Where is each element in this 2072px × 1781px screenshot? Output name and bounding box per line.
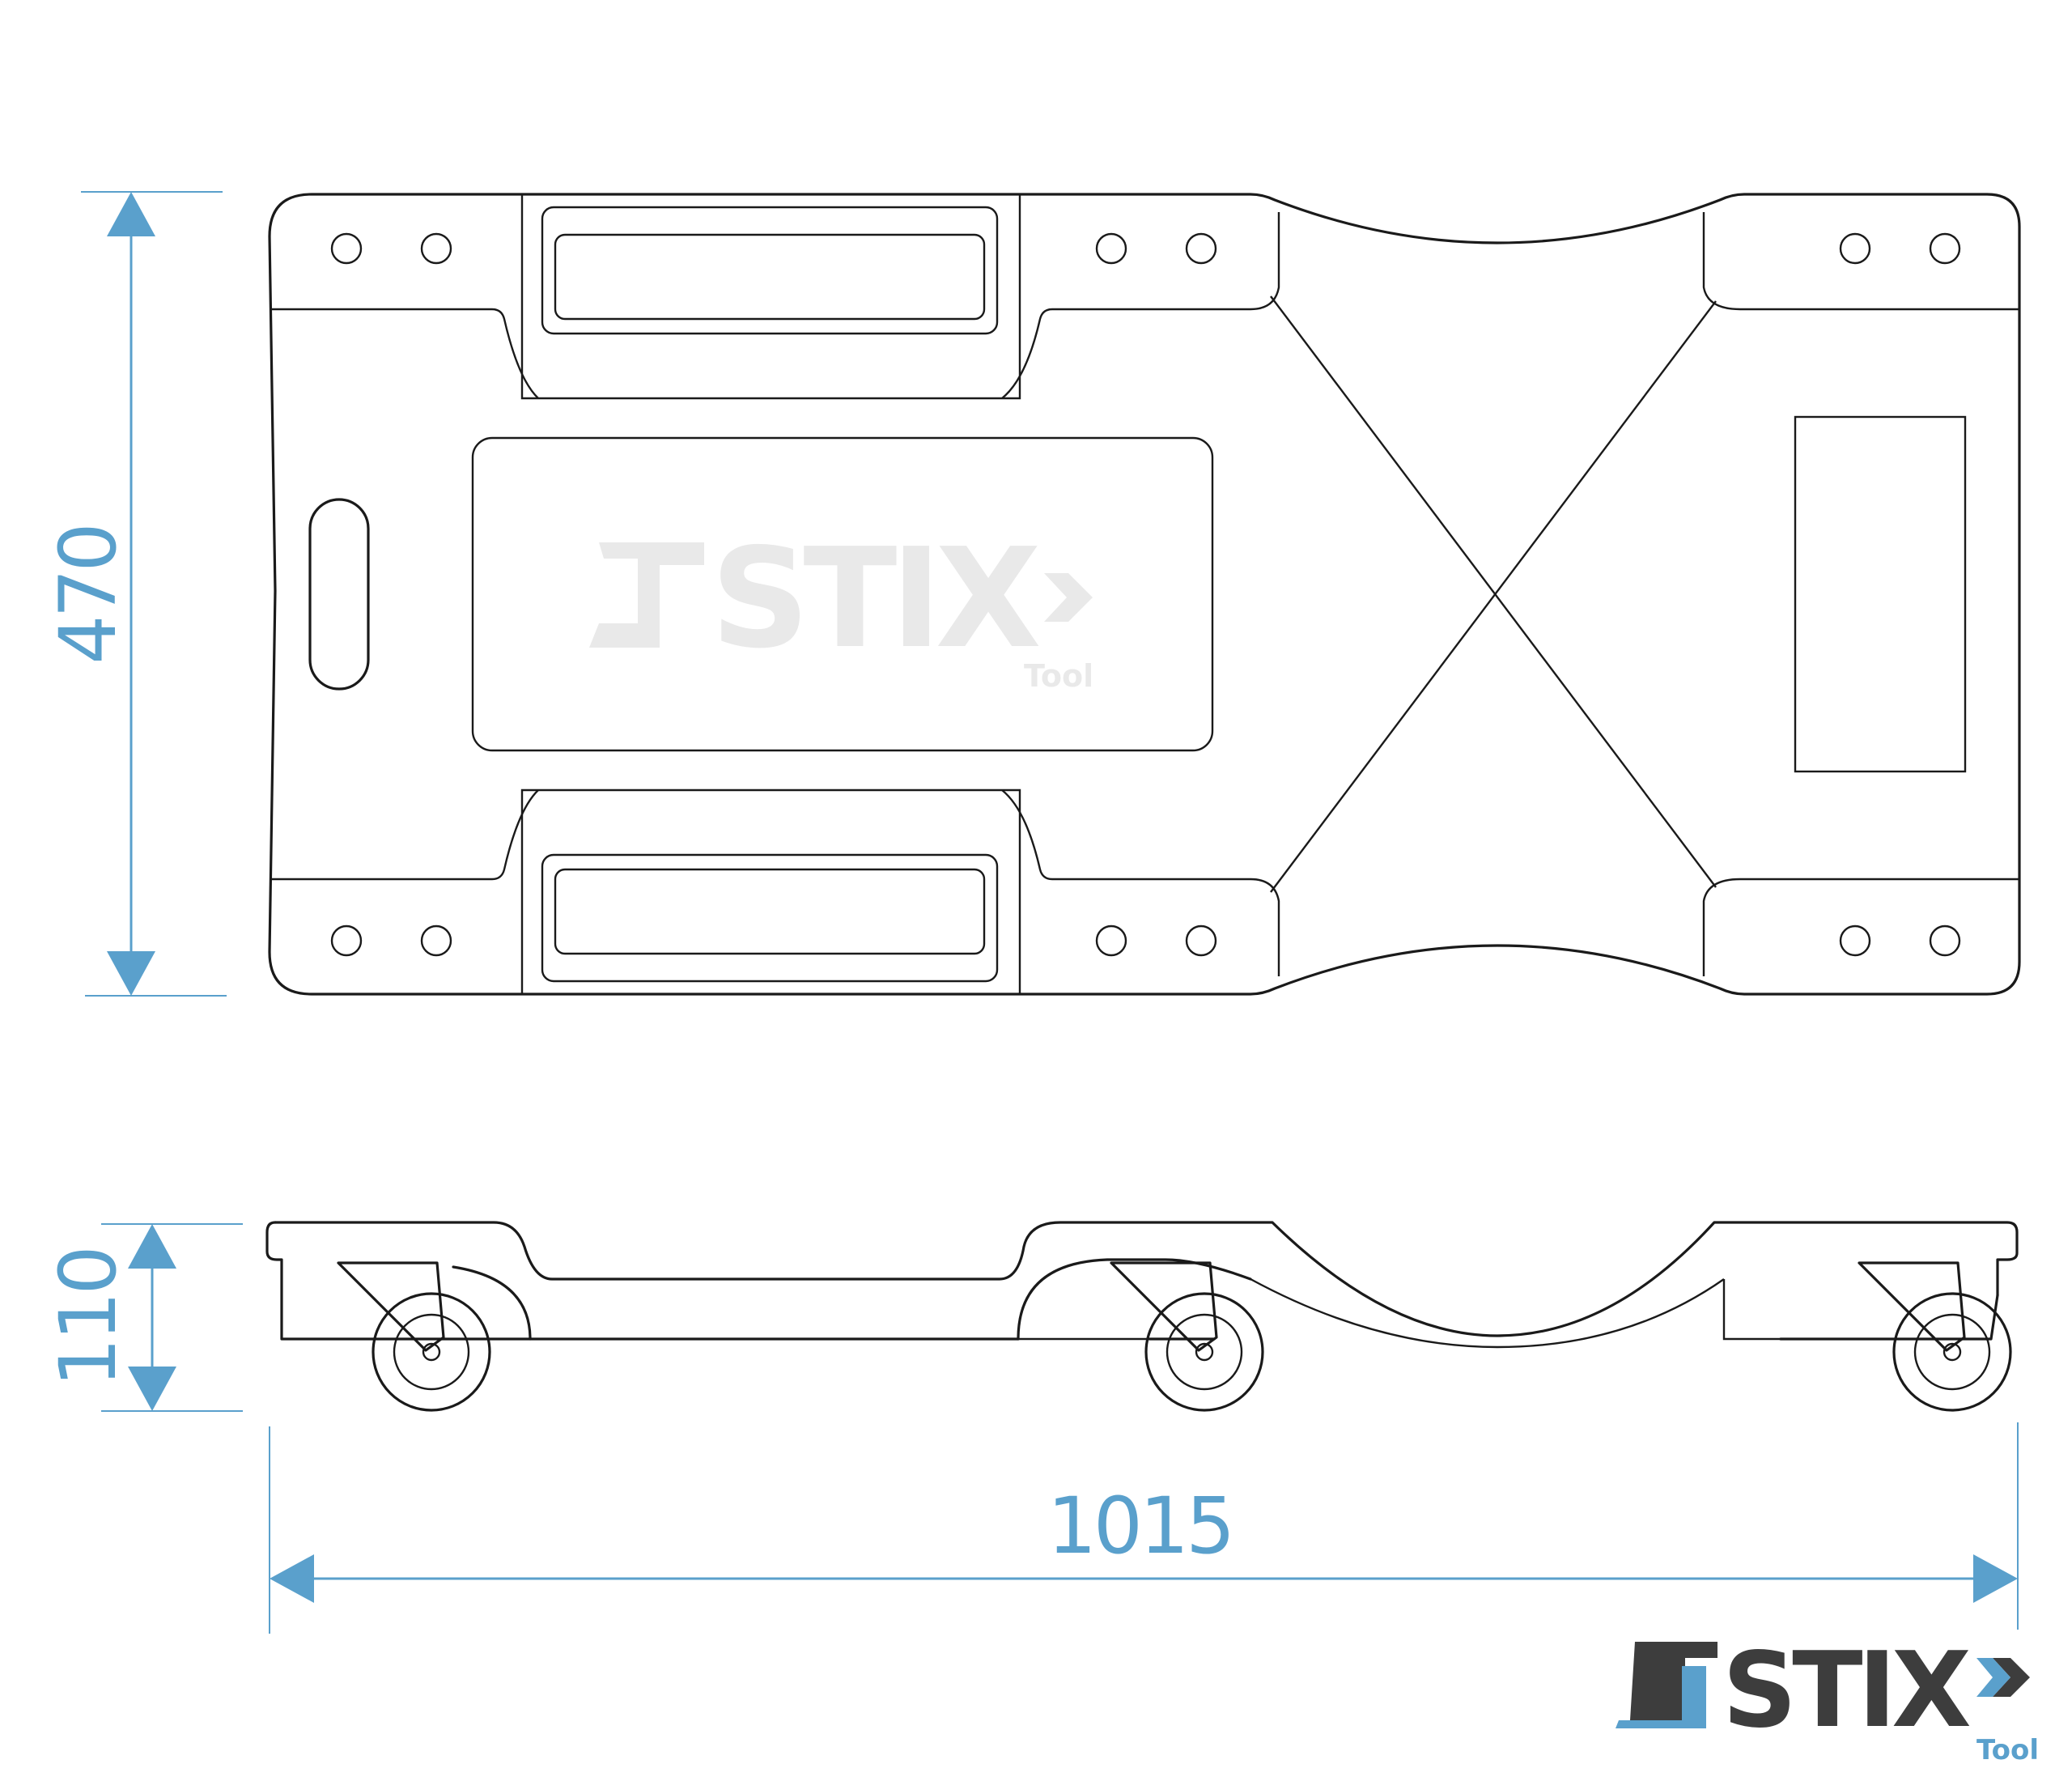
hole xyxy=(1839,925,1871,957)
brand-logo-mark-front xyxy=(1616,1666,1706,1728)
hole xyxy=(1929,925,1961,957)
side-view-deck xyxy=(274,1221,2019,1337)
arrow-right-icon xyxy=(1973,1554,2018,1603)
hole xyxy=(1095,925,1127,957)
caster-middle xyxy=(1110,1261,1264,1412)
caster-wheel-hub xyxy=(393,1313,470,1391)
caster-wheel xyxy=(1144,1292,1264,1412)
watermark-sub: Tool xyxy=(1024,658,1093,694)
height-label: 110 xyxy=(43,1248,134,1387)
top-view-outline xyxy=(268,193,2021,996)
watermark-logo: STIX Tool xyxy=(589,519,1093,694)
arrow-up-icon xyxy=(107,192,155,236)
brand-logo: STIX Tool xyxy=(1616,1630,2039,1766)
brand-logo-text: STIX xyxy=(1722,1630,1970,1751)
caster-wheel xyxy=(1892,1292,2012,1412)
back-pad xyxy=(471,436,1214,752)
top-view: STIX Tool xyxy=(268,193,2021,996)
arrow-left-icon xyxy=(270,1554,314,1603)
dimension-height: 110 xyxy=(43,1223,243,1412)
chevron-right-icon xyxy=(1976,1658,2010,1697)
handle-slot-inner-top xyxy=(554,233,986,321)
caster-axle xyxy=(1942,1342,1962,1362)
chevron-right-icon xyxy=(1993,1658,2030,1697)
corner-panel-top-left xyxy=(270,308,539,399)
cross-strut-2 xyxy=(1270,300,1717,893)
dimension-width: 470 xyxy=(43,191,227,997)
handle-region-top-right-curve xyxy=(1001,212,1280,399)
width-label: 470 xyxy=(43,525,134,664)
brand-logo-mark-back xyxy=(1630,1642,1717,1720)
caster-right xyxy=(1858,1261,2012,1412)
hole xyxy=(420,232,452,265)
hole xyxy=(1839,232,1871,265)
handle-region-bottom-right-curve xyxy=(1001,789,1280,976)
hole xyxy=(1185,232,1217,265)
caster-bracket xyxy=(1110,1261,1218,1352)
hole xyxy=(330,232,363,265)
side-view xyxy=(265,1221,2019,1412)
hole xyxy=(330,925,363,957)
watermark-brand: STIX xyxy=(711,519,1039,679)
hole xyxy=(1929,232,1961,265)
mounting-holes xyxy=(330,232,1961,957)
caster-wheel-hub xyxy=(1166,1313,1243,1391)
arrow-down-icon xyxy=(107,951,155,996)
handle-region-bottom xyxy=(520,788,1021,994)
caster-axle xyxy=(422,1342,441,1362)
brand-logo-sub: Tool xyxy=(1976,1734,2039,1766)
watermark-chevron-icon xyxy=(1044,573,1093,622)
watermark-logo-mark xyxy=(589,542,704,648)
side-view-deck-left xyxy=(265,1221,532,1341)
caster-axle xyxy=(1195,1342,1214,1362)
arrow-up-icon xyxy=(128,1224,176,1269)
handle-slot-outer-top xyxy=(541,206,999,335)
handle-slot-inner-bottom xyxy=(554,868,986,955)
head-rest-panel xyxy=(1794,415,1967,773)
hole xyxy=(420,925,452,957)
grab-handle-slot xyxy=(308,498,370,691)
caster-bracket xyxy=(1858,1261,1966,1352)
handle-slot-outer-bottom xyxy=(541,853,999,983)
hole xyxy=(1095,232,1127,265)
side-view-deck-belly xyxy=(1250,1277,1725,1349)
arrow-down-icon xyxy=(128,1367,176,1411)
side-view-deck-middle xyxy=(529,1258,1252,1341)
length-label: 1015 xyxy=(1047,1481,1232,1571)
corner-panel-bottom-left xyxy=(270,789,539,881)
caster-bracket xyxy=(337,1261,445,1352)
caster-wheel-hub xyxy=(1913,1313,1991,1391)
side-view-deck-under xyxy=(1018,1279,1781,1341)
caster-wheel xyxy=(372,1292,491,1412)
cross-strut-1 xyxy=(1270,295,1717,888)
dimension-length: 1015 xyxy=(269,1422,2019,1634)
handle-region-top xyxy=(520,194,1021,400)
hole xyxy=(1185,925,1217,957)
caster-left xyxy=(337,1261,491,1412)
